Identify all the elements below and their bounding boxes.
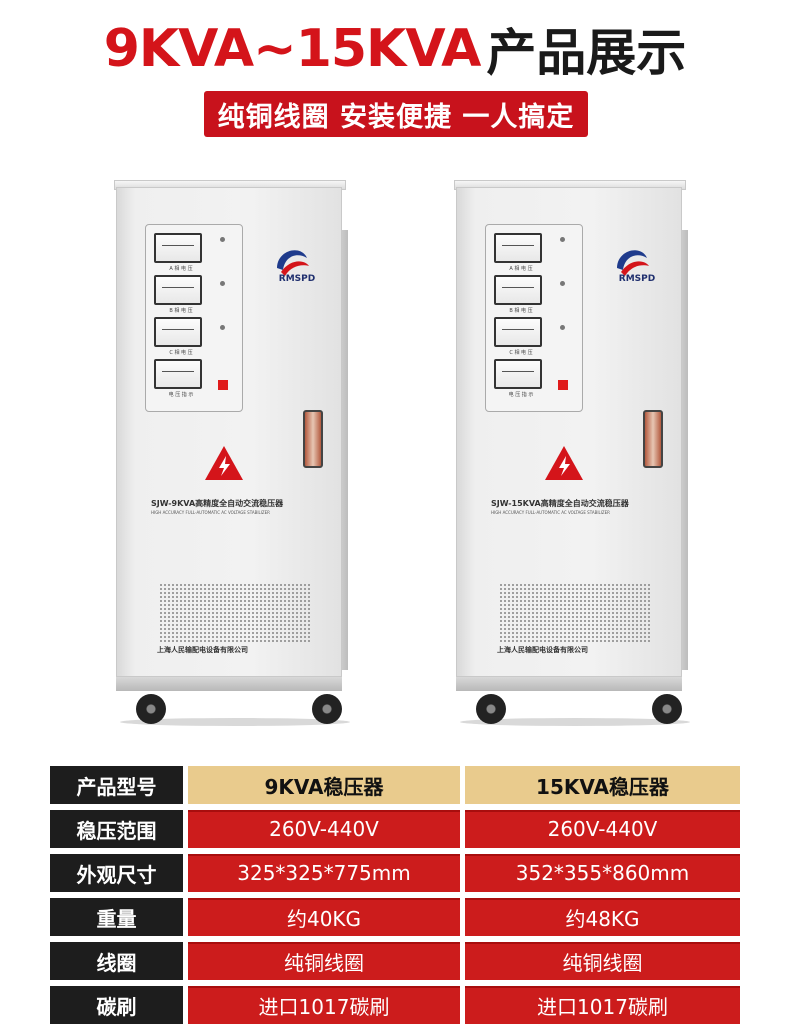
high-voltage-warning-icon [205, 446, 243, 480]
model-plate-en: HIGH ACCURACY FULL-AUTOMATIC AC VOLTAGE … [491, 510, 610, 515]
ventilation-grille [159, 583, 311, 643]
meter [154, 275, 202, 305]
meter-panel: A 相 电 压 B 相 电 压 C 相 电 压 电 压 指 示 [145, 224, 243, 412]
meter [494, 275, 542, 305]
cabinet-1-side [340, 230, 348, 670]
brand-logo-icon [617, 250, 649, 276]
table-row: 碳刷 进口1017碳刷 进口1017碳刷 [50, 986, 740, 1024]
brand-name: RMSPD [278, 274, 316, 284]
meter-label: A 相 电 压 [169, 266, 193, 272]
cell-9kva: 325*325*775mm [188, 854, 460, 892]
cell-15kva: 15KVA稳压器 [465, 766, 740, 804]
caster-wheel-icon [312, 694, 342, 724]
meter [494, 359, 542, 389]
table-row: 稳压范围 260V-440V 260V-440V [50, 810, 740, 848]
power-switch [558, 380, 568, 390]
cell-15kva: 260V-440V [465, 810, 740, 848]
ventilation-grille [499, 583, 651, 643]
cell-9kva: 纯铜线圈 [188, 942, 460, 980]
row-label: 产品型号 [50, 766, 183, 804]
caster-wheel-icon [136, 694, 166, 724]
meter-panel: A 相 电 压 B 相 电 压 C 相 电 压 电 压 指 示 [485, 224, 583, 412]
cell-9kva: 约40KG [188, 898, 460, 936]
table-row: 线圈 纯铜线圈 纯铜线圈 [50, 942, 740, 980]
table-row: 重量 约40KG 约48KG [50, 898, 740, 936]
meter-label: C 相 电 压 [509, 350, 533, 356]
meter [494, 233, 542, 263]
caster-wheel-icon [476, 694, 506, 724]
cell-15kva: 约48KG [465, 898, 740, 936]
model-plate: SJW-15KVA高精度全自动交流稳压器 [491, 499, 629, 508]
cabinet-1-base [116, 677, 342, 691]
caster-wheel-icon [652, 694, 682, 724]
row-label: 碳刷 [50, 986, 183, 1024]
indicator-lamp [560, 325, 565, 330]
title-model: 9KVA~15KVA [103, 19, 482, 79]
product-image-15kva: A 相 电 压 B 相 电 压 C 相 电 压 电 压 指 示 RMSPD SJ… [456, 187, 682, 677]
indicator-lamp [220, 325, 225, 330]
row-label: 线圈 [50, 942, 183, 980]
cell-15kva: 进口1017碳刷 [465, 986, 740, 1024]
table-row: 外观尺寸 325*325*775mm 352*355*860mm [50, 854, 740, 892]
meter [154, 317, 202, 347]
door-handle [643, 410, 663, 468]
meter-label: 电 压 指 示 [168, 392, 194, 398]
meter [494, 317, 542, 347]
brand-logo-icon [277, 250, 309, 276]
meter-label: B 相 电 压 [509, 308, 533, 314]
cell-9kva: 9KVA稳压器 [188, 766, 460, 804]
row-label: 外观尺寸 [50, 854, 183, 892]
cabinet-2-side [680, 230, 688, 670]
page-title: 9KVA~15KVA 产品展示 [0, 14, 790, 84]
cabinet-2-shadow [460, 718, 690, 726]
high-voltage-warning-icon [545, 446, 583, 480]
company-name: 上海人民输配电设备有限公司 [497, 646, 588, 654]
cabinet-1-shadow [120, 718, 350, 726]
product-image-9kva: A 相 电 压 B 相 电 压 C 相 电 压 电 压 指 示 RMSPD SJ… [116, 187, 342, 677]
meter-label: B 相 电 压 [169, 308, 193, 314]
cell-15kva: 纯铜线圈 [465, 942, 740, 980]
meter [154, 233, 202, 263]
brand-name: RMSPD [618, 274, 656, 284]
model-plate-en: HIGH ACCURACY FULL-AUTOMATIC AC VOLTAGE … [151, 510, 270, 515]
row-label: 稳压范围 [50, 810, 183, 848]
meter [154, 359, 202, 389]
table-row: 产品型号 9KVA稳压器 15KVA稳压器 [50, 766, 740, 804]
tagline-banner: 纯铜线圈 安装便捷 一人搞定 [204, 91, 588, 137]
meter-label: A 相 电 压 [509, 266, 533, 272]
row-label: 重量 [50, 898, 183, 936]
title-suffix: 产品展示 [486, 24, 687, 82]
cell-9kva: 260V-440V [188, 810, 460, 848]
cell-9kva: 进口1017碳刷 [188, 986, 460, 1024]
indicator-lamp [220, 237, 225, 242]
cabinet-2-base [456, 677, 682, 691]
meter-label: C 相 电 压 [169, 350, 193, 356]
power-switch [218, 380, 228, 390]
meter-label: 电 压 指 示 [508, 392, 534, 398]
cell-15kva: 352*355*860mm [465, 854, 740, 892]
model-plate: SJW-9KVA高精度全自动交流稳压器 [151, 499, 284, 508]
indicator-lamp [220, 281, 225, 286]
door-handle [303, 410, 323, 468]
indicator-lamp [560, 237, 565, 242]
company-name: 上海人民输配电设备有限公司 [157, 646, 248, 654]
indicator-lamp [560, 281, 565, 286]
